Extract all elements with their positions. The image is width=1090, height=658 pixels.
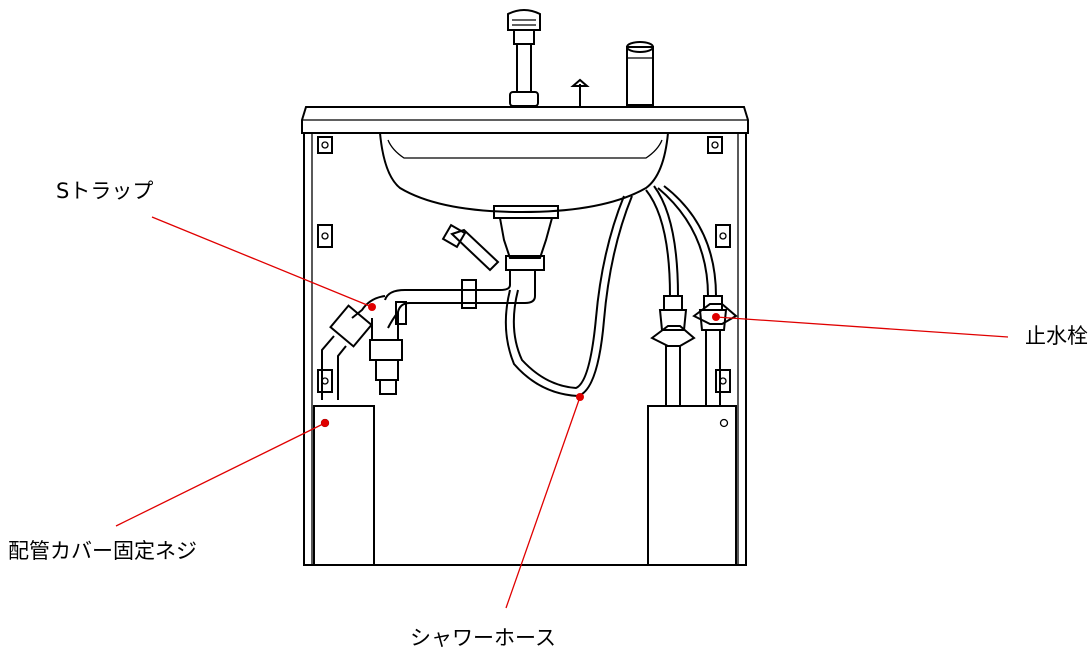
wall-brackets	[317, 136, 731, 393]
leader-s-trap	[151, 216, 376, 311]
label-s-trap: Sトラップ	[56, 179, 154, 203]
label-shower-hose: シャワーホース	[410, 626, 556, 650]
pipe-cover-left	[313, 405, 375, 566]
pop-up-knob	[570, 78, 590, 106]
faucet-right	[626, 41, 654, 106]
leader-pipe-cover-screw	[115, 419, 329, 527]
label-stop-valve: 止水栓	[1025, 324, 1088, 348]
s-trap	[321, 295, 407, 400]
drain-assembly	[384, 205, 559, 313]
supply-hoses	[645, 185, 717, 297]
label-pipe-cover-screw: 配管カバー固定ネジ	[8, 539, 197, 563]
basin-bowl	[379, 132, 669, 214]
stop-valve-left	[650, 295, 696, 407]
shower-hose	[504, 195, 633, 398]
pipe-cover-right	[647, 405, 737, 566]
leader-stop-valve	[712, 313, 1009, 338]
leader-shower-hose	[505, 393, 584, 609]
countertop	[301, 106, 749, 134]
faucet-left	[507, 9, 541, 107]
